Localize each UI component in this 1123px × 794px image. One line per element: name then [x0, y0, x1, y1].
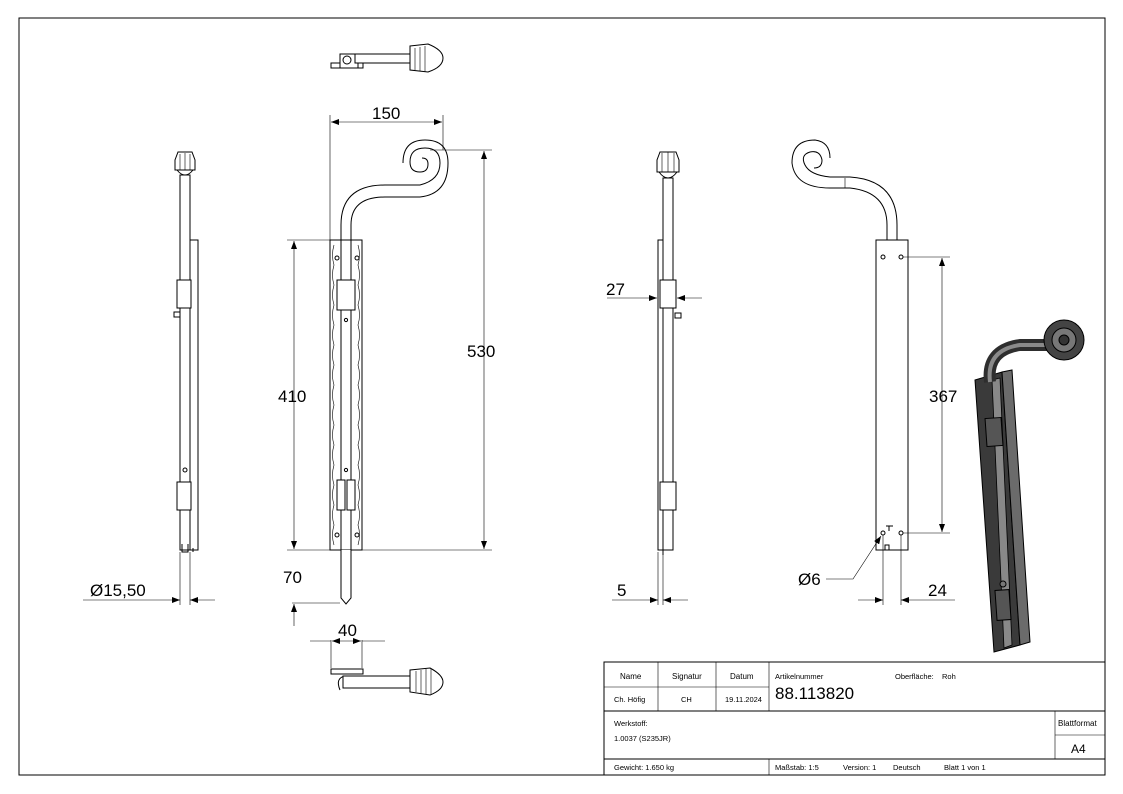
- dim-27: 27: [606, 280, 625, 299]
- bottom-view: 40: [310, 621, 444, 696]
- header-blattformat: Blattformat: [1058, 719, 1097, 728]
- dim-5: 5: [617, 581, 626, 600]
- value-oberflaeche: Roh: [942, 672, 956, 681]
- dim-diameter-6: Ø6: [798, 570, 821, 589]
- header-oberflaeche: Oberfläche:: [895, 672, 934, 681]
- header-datum: Datum: [730, 672, 754, 681]
- footer-version: Version: 1: [843, 763, 876, 772]
- value-signatur: CH: [681, 695, 692, 704]
- top-view: [330, 43, 444, 73]
- value-datum: 19.11.2024: [725, 695, 762, 704]
- footer-sprache: Deutsch: [893, 763, 921, 772]
- header-name: Name: [620, 672, 642, 681]
- dim-70: 70: [283, 568, 302, 587]
- front-view: 150 530 410 70: [278, 104, 495, 626]
- value-name: Ch. Höfig: [614, 695, 645, 704]
- back-view: 367 Ø6 24: [791, 139, 957, 605]
- dim-367: 367: [929, 387, 957, 406]
- dim-24: 24: [928, 581, 947, 600]
- material-label: Werkstoff:: [614, 719, 647, 728]
- dim-diameter-15-50: Ø15,50: [90, 581, 146, 600]
- side-view-right: 27 5: [606, 151, 702, 605]
- dim-40: 40: [338, 621, 357, 640]
- value-artikelnummer: 88.113820: [775, 684, 854, 703]
- sheet-border: [18, 17, 1106, 776]
- isometric-view: [974, 319, 1085, 653]
- value-blattformat: A4: [1071, 742, 1086, 756]
- footer-blatt: Blatt 1 von 1: [944, 763, 986, 772]
- title-block: Name Signatur Datum Artikelnummer Oberfl…: [603, 661, 1106, 776]
- dim-530: 530: [467, 342, 495, 361]
- dim-150: 150: [372, 104, 400, 123]
- header-signatur: Signatur: [672, 672, 702, 681]
- side-view-left: [173, 151, 199, 553]
- footer-massstab: Maßstab: 1:5: [775, 763, 819, 772]
- header-artikelnummer: Artikelnummer: [775, 672, 824, 681]
- dimension-diameter-15-50: Ø15,50: [83, 552, 215, 605]
- dim-410: 410: [278, 387, 306, 406]
- footer-gewicht: Gewicht: 1.650 kg: [614, 763, 674, 772]
- material-value: 1.0037 (S235JR): [614, 734, 671, 743]
